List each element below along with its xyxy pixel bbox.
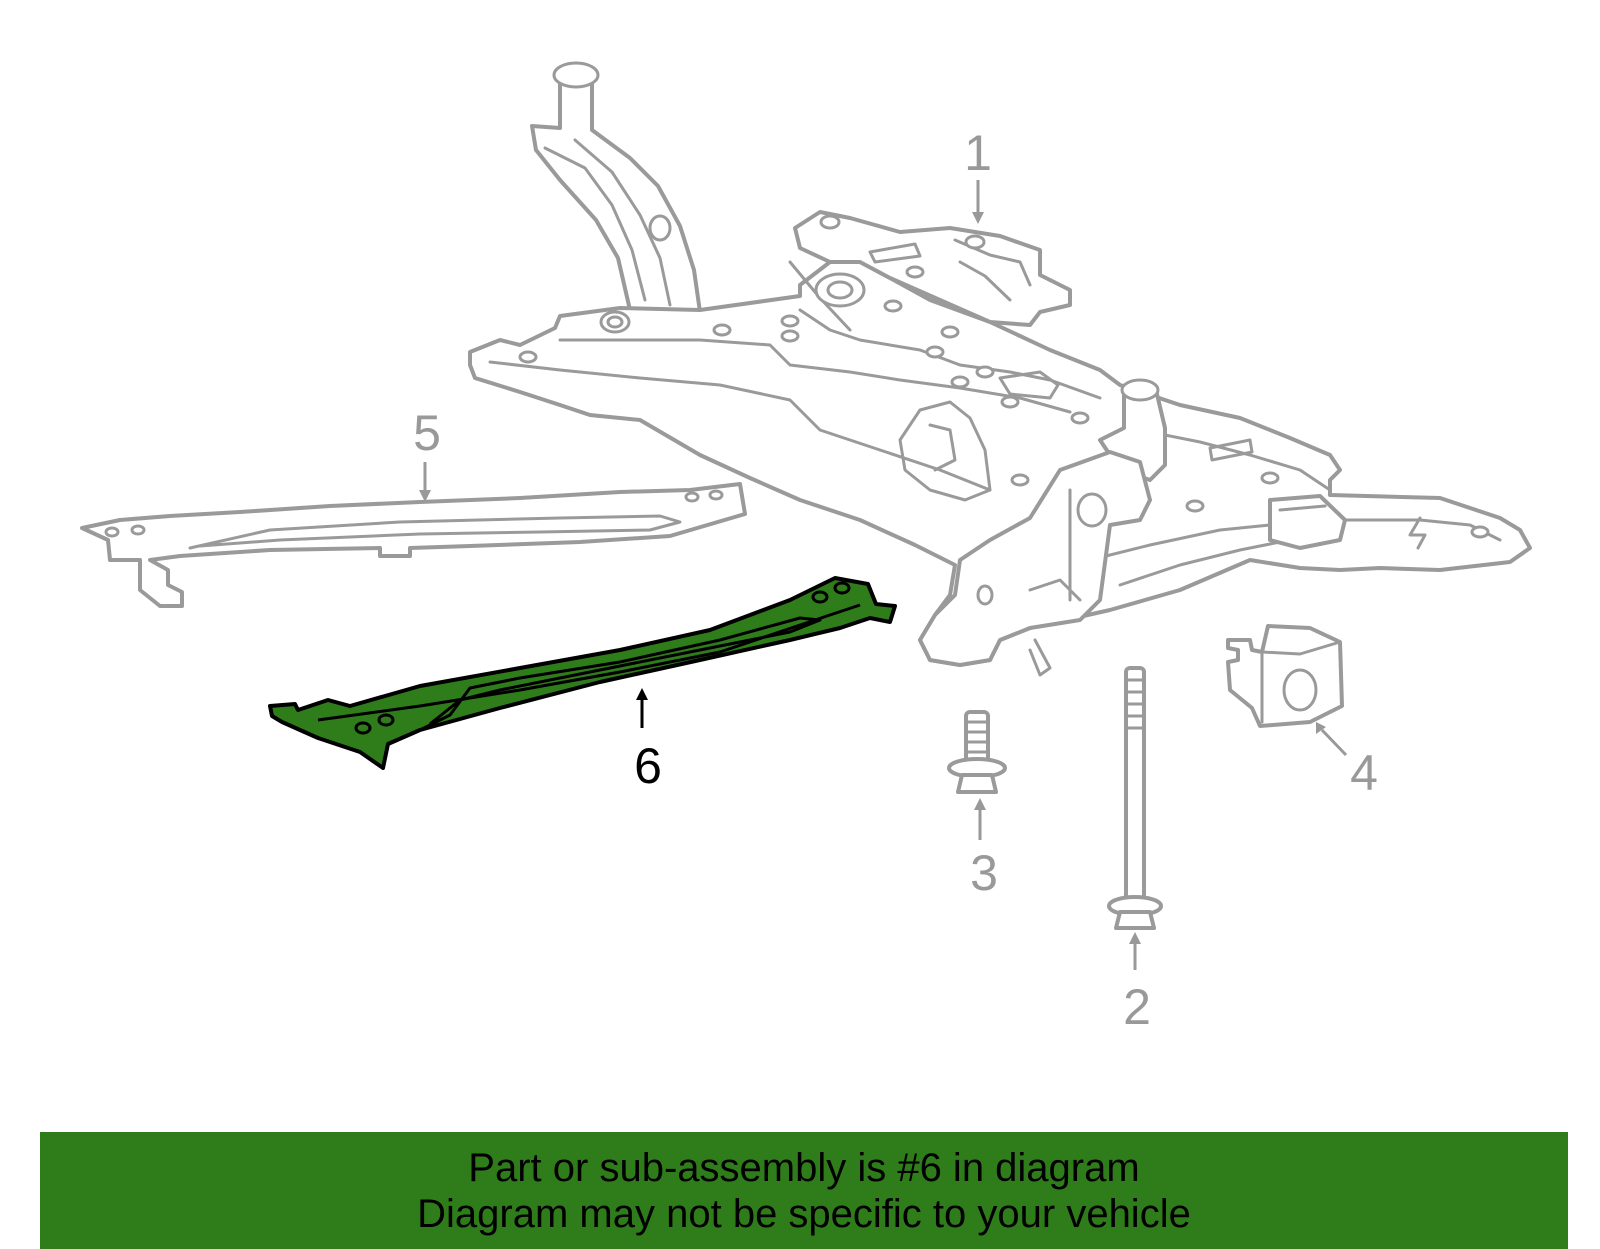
leader-arrow-4 [1316, 722, 1348, 757]
info-banner: Part or sub-assembly is #6 in diagram Di… [40, 1132, 1568, 1249]
bolt-part-2 [1107, 666, 1163, 930]
brace-part-5 [80, 482, 747, 608]
callout-3: 3 [970, 845, 998, 901]
crossmember-part-1 [468, 61, 1532, 677]
callout-5: 5 [413, 405, 441, 461]
leader-arrow-2 [1129, 932, 1141, 970]
callout-6: 6 [634, 738, 662, 794]
leader-arrow-3 [974, 798, 986, 840]
banner-line-part-number: Part or sub-assembly is #6 in diagram [468, 1145, 1140, 1190]
callout-2: 2 [1123, 979, 1151, 1035]
callout-4: 4 [1350, 745, 1378, 801]
bolt-part-3 [947, 710, 1007, 794]
leader-arrow-1 [972, 180, 984, 224]
callout-1: 1 [964, 125, 992, 181]
brace-part-6-highlighted[interactable] [268, 576, 897, 770]
leader-arrow-6 [636, 688, 648, 728]
insulator-part-4 [1226, 624, 1344, 728]
leader-arrow-5 [419, 462, 431, 502]
banner-line-disclaimer: Diagram may not be specific to your vehi… [417, 1191, 1191, 1236]
